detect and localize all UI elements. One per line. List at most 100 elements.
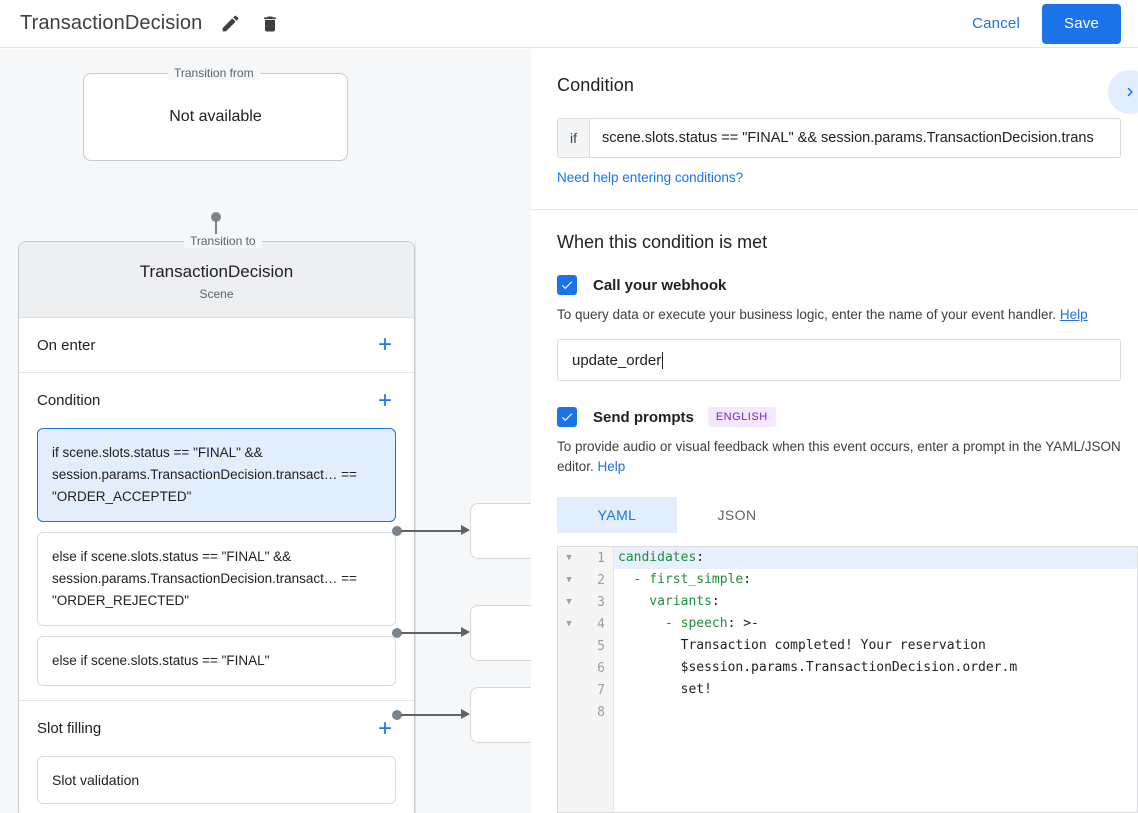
condition-card[interactable]: else if scene.slots.status == "FINAL" &&… <box>37 532 396 626</box>
edge-line <box>401 530 467 532</box>
yaml-punctuation: : <box>711 594 720 609</box>
editor-line-number: ▼2 <box>558 569 613 591</box>
yaml-punctuation: : <box>696 550 705 565</box>
prompts-checkbox-label: Send prompts <box>593 408 694 426</box>
webhook-help-link[interactable]: Help <box>1059 307 1088 322</box>
editor-code-line: - first_simple: <box>614 569 1137 591</box>
line-number: 1 <box>597 550 605 566</box>
language-badge: ENGLISH <box>707 407 776 427</box>
slot-validation-card[interactable]: Slot validation <box>37 756 396 804</box>
condition-card[interactable]: if scene.slots.status == "FINAL" && sess… <box>37 428 396 522</box>
target-node-box[interactable] <box>470 503 531 559</box>
when-met-section: When this condition is met Call your web… <box>531 210 1138 533</box>
prompts-description: To provide audio or visual feedback when… <box>557 437 1121 477</box>
condition-list: if scene.slots.status == "FINAL" && sess… <box>19 428 414 700</box>
condition-section: Condition if Need help entering conditio… <box>531 49 1138 210</box>
yaml-text: set! <box>618 682 712 697</box>
edge-arrow-icon <box>461 627 470 637</box>
condition-help-link[interactable]: Need help entering conditions? <box>557 170 744 185</box>
pencil-icon[interactable] <box>218 12 242 36</box>
app-header: TransactionDecision Cancel Save <box>0 0 1138 48</box>
editor-line-number: 7 <box>558 679 613 701</box>
webhook-checkbox-label: Call your webhook <box>593 276 727 294</box>
editor-line-number: ▼3 <box>558 591 613 613</box>
editor-line-number: 6 <box>558 657 613 679</box>
editor-code-line: - speech: >- <box>614 613 1137 635</box>
slot-filling-list: Slot validation <box>19 756 414 813</box>
condition-input[interactable] <box>590 119 1120 157</box>
editor-code-line: Transaction completed! Your reservation <box>614 635 1137 657</box>
yaml-punctuation: : <box>743 572 752 587</box>
condition-input-wrapper[interactable]: if <box>557 118 1121 158</box>
tab-json[interactable]: JSON <box>717 507 757 523</box>
editor-line-number: 8 <box>558 701 613 723</box>
fold-triangle-icon[interactable]: ▼ <box>566 553 572 563</box>
tab-yaml[interactable]: YAML <box>557 497 677 533</box>
webhook-checkbox-row[interactable]: Call your webhook <box>531 275 1138 295</box>
text-caret <box>662 351 664 369</box>
yaml-text: Transaction completed! Your reservation <box>618 638 986 653</box>
line-number: 8 <box>597 704 605 720</box>
target-node-box[interactable] <box>470 687 531 743</box>
yaml-key: - speech <box>618 616 728 631</box>
webhook-handler-field[interactable]: update_order <box>557 339 1121 381</box>
edge-line <box>401 632 467 634</box>
section-condition-label: Condition <box>37 392 101 409</box>
yaml-punctuation: : >- <box>727 616 759 631</box>
scene-name: TransactionDecision <box>139 262 294 281</box>
yaml-key: candidates <box>618 550 697 565</box>
webhook-description: To query data or execute your business l… <box>557 305 1121 325</box>
add-on-enter-button[interactable]: + <box>377 331 392 358</box>
target-node-box[interactable] <box>470 605 531 661</box>
condition-heading: Condition <box>557 75 634 95</box>
scene-type: Scene <box>199 287 234 301</box>
transition-from-legend: Transition from <box>168 66 260 80</box>
transition-from-box: Transition from Not available <box>83 66 348 161</box>
editor-format-tabs: YAML JSON <box>557 497 1138 533</box>
editor-line-number: 5 <box>558 635 613 657</box>
section-slot-filling[interactable]: Slot filling + <box>19 701 414 756</box>
yaml-key: variants <box>618 594 712 609</box>
scene-card: Transition to TransactionDecision Scene … <box>18 234 415 813</box>
edge-dot <box>392 526 402 536</box>
section-divider <box>19 700 414 701</box>
fold-triangle-icon[interactable]: ▼ <box>566 619 572 629</box>
yaml-text: $session.params.TransactionDecision.orde… <box>618 660 1018 675</box>
chevron-right-icon[interactable] <box>1108 70 1138 114</box>
line-number: 2 <box>597 572 605 588</box>
section-condition[interactable]: Condition + <box>19 373 414 428</box>
edge-arrow-icon <box>461 709 470 719</box>
cancel-button[interactable]: Cancel <box>960 7 1032 40</box>
line-number: 5 <box>597 638 605 654</box>
editor-code-line <box>614 701 1137 723</box>
line-number: 4 <box>597 616 605 632</box>
scene-header[interactable]: TransactionDecision Scene <box>19 242 414 318</box>
prompts-description-text: To provide audio or visual feedback when… <box>557 439 1121 474</box>
editor-line-number: ▼4 <box>558 613 613 635</box>
condition-card[interactable]: else if scene.slots.status == "FINAL" <box>37 636 396 686</box>
editor-code-line: $session.params.TransactionDecision.orde… <box>614 657 1137 679</box>
editor-code-area[interactable]: candidates: - first_simple: variants: - … <box>614 547 1137 812</box>
prompts-help-link[interactable]: Help <box>597 459 626 474</box>
transition-to-legend: Transition to <box>184 234 262 248</box>
prompts-checkbox[interactable] <box>557 407 577 427</box>
fold-triangle-icon[interactable]: ▼ <box>566 575 572 585</box>
condition-if-prefix: if <box>558 119 590 157</box>
trash-icon[interactable] <box>258 12 282 36</box>
scene-graph-canvas[interactable]: Transition from Not available Transition… <box>0 49 531 813</box>
section-on-enter-label: On enter <box>37 336 96 354</box>
editor-code-line: candidates: <box>614 547 1137 569</box>
fold-triangle-icon[interactable]: ▼ <box>566 597 572 607</box>
line-number: 6 <box>597 660 605 676</box>
add-slot-filling-button[interactable]: + <box>377 714 392 742</box>
prompts-checkbox-row[interactable]: Send prompts ENGLISH <box>531 407 1138 427</box>
save-button[interactable]: Save <box>1042 3 1121 44</box>
edge-arrow-icon <box>461 525 470 535</box>
section-on-enter[interactable]: On enter + <box>19 318 414 373</box>
add-condition-button[interactable]: + <box>377 386 392 414</box>
editor-code-line: set! <box>614 679 1137 701</box>
when-met-heading: When this condition is met <box>557 232 768 252</box>
webhook-checkbox[interactable] <box>557 275 577 295</box>
